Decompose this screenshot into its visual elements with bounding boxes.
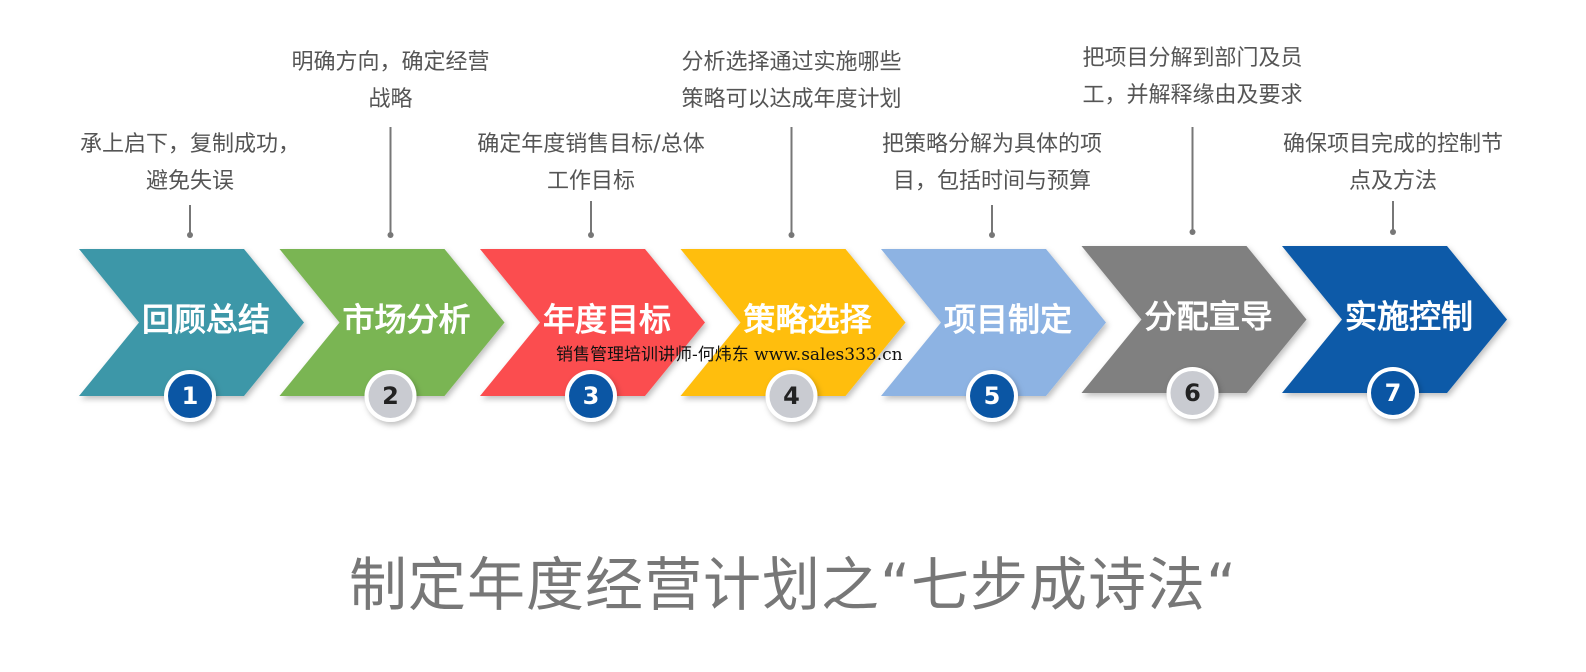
- description-line: 把项目分解到部门及员: [1082, 46, 1303, 71]
- step-number: 6: [1184, 379, 1201, 407]
- step-badge: [1371, 371, 1415, 415]
- step-badge: [368, 374, 413, 418]
- step-description: 确定年度销售目标/总体工作目标: [456, 126, 726, 200]
- description-line: 承上启下，复制成功，: [79, 132, 300, 157]
- step-label: 年度目标: [543, 301, 671, 339]
- connector-dot: [187, 232, 193, 238]
- description-line: 战略: [368, 87, 413, 112]
- chevron-step-5: [881, 249, 1106, 396]
- step-label: 项目制定: [944, 301, 1072, 339]
- step-label: 分配宣导: [1144, 298, 1272, 336]
- chevron-step-2: [279, 249, 505, 396]
- connector-dot: [1390, 229, 1396, 235]
- description-line: 分析选择通过实施哪些: [681, 50, 902, 75]
- step-description: 确保项目完成的控制节点及方法: [1258, 126, 1528, 200]
- step-number: 7: [1385, 379, 1402, 407]
- chevron-step-4: [680, 249, 906, 396]
- chevron-step-3: [480, 249, 705, 396]
- step-badge: [769, 374, 814, 418]
- step-badge: [1170, 371, 1215, 415]
- description-line: 确保项目完成的控制节: [1282, 132, 1503, 157]
- step-number: 4: [783, 382, 800, 410]
- chevron-step-6: [1081, 246, 1307, 393]
- description-line: 目，包括时间与预算: [892, 169, 1091, 194]
- description-line: 把策略分解为具体的项: [881, 132, 1102, 157]
- step-description: 承上启下，复制成功， 避免失误: [55, 126, 325, 200]
- connector-dot: [788, 232, 795, 238]
- step-badge: [569, 374, 613, 418]
- step-badge: [168, 374, 212, 418]
- connector-dot: [387, 232, 394, 238]
- step-number: 1: [182, 382, 199, 410]
- page-title: 制定年度经营计划之“七步成诗法“: [348, 551, 1238, 619]
- step-label: 实施控制: [1345, 298, 1473, 336]
- description-line: 工，并解释缘由及要求: [1082, 83, 1303, 108]
- description-line: 点及方法: [1348, 169, 1437, 194]
- description-line: 避免失误: [145, 169, 234, 194]
- step-number: 5: [984, 382, 1001, 410]
- step-description: 把策略分解为具体的项目，包括时间与预算: [857, 126, 1127, 200]
- step-label: 市场分析: [342, 301, 470, 339]
- connector-dot: [1189, 229, 1196, 235]
- connector-dot: [588, 232, 594, 238]
- description-line: 明确方向，确定经营: [291, 50, 490, 75]
- step-badge: [970, 374, 1014, 418]
- watermark: 销售管理培训讲师-何炜东 www.sales333.cn: [556, 345, 903, 365]
- chevron-step-7: [1282, 246, 1507, 393]
- description-line: 确定年度销售目标/总体: [477, 132, 705, 157]
- step-number: 3: [583, 382, 600, 410]
- step-description: 分析选择通过实施哪些策略可以达成年度计划: [657, 44, 927, 118]
- description-line: 工作目标: [546, 169, 635, 194]
- step-number: 2: [382, 382, 399, 410]
- chevron-step-1: [79, 249, 304, 396]
- description-line: 策略可以达成年度计划: [681, 87, 902, 112]
- step-description: 把项目分解到部门及员工，并解释缘由及要求: [1058, 40, 1328, 114]
- step-label: 策略选择: [743, 301, 872, 339]
- step-label: 回顾总结: [142, 301, 270, 339]
- connector-dot: [989, 232, 995, 238]
- step-description: 明确方向，确定经营战略: [256, 44, 526, 118]
